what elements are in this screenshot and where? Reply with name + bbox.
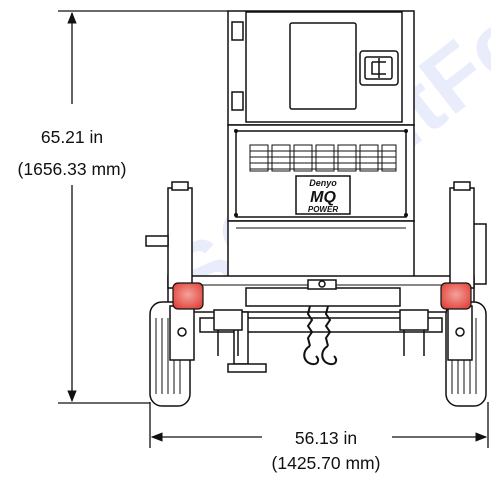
reflector-icon <box>455 327 465 337</box>
enclosure-base <box>227 220 415 278</box>
chain-hook-icon <box>303 345 320 366</box>
rivet-dots <box>234 129 408 217</box>
hitch-plate <box>307 279 337 290</box>
right-tail-light <box>440 282 472 310</box>
width-imperial-label: 56.13 in <box>295 428 357 448</box>
width-dimension: 56.13 in (1425.70 mm) <box>149 402 489 473</box>
service-window <box>289 22 357 110</box>
denyo-mq-logo: Denyo MQ POWER <box>295 175 351 215</box>
axle-beam <box>199 317 443 333</box>
lower-panel-inner <box>235 130 407 218</box>
logo-line3: POWER <box>308 205 338 214</box>
hinge-icon <box>231 21 244 111</box>
width-metric-label: (1425.70 mm) <box>272 453 381 473</box>
reflector-icon <box>177 327 187 337</box>
spring-mount-right <box>399 309 429 356</box>
bumper-center-plate <box>245 287 401 307</box>
chain-hook-icon <box>321 345 338 366</box>
trailer-frame <box>167 275 475 373</box>
right-fender-post <box>449 187 475 289</box>
height-metric-label: (1656.33 mm) <box>18 159 127 179</box>
generator-enclosure <box>227 10 415 278</box>
upper-door-panel <box>227 10 415 126</box>
height-dimension: 65.21 in (1656.33 mm) <box>18 10 228 404</box>
left-side-handle <box>145 235 169 247</box>
door-latch-icon <box>359 50 399 86</box>
height-imperial-label: 65.21 in <box>41 127 103 147</box>
right-fender <box>474 223 487 285</box>
tail-lights <box>172 282 472 310</box>
upper-door-inner <box>245 11 403 123</box>
spring-mount-left <box>213 309 243 356</box>
louver-vents <box>249 144 397 172</box>
left-fender-post <box>167 187 193 289</box>
right-wheel-assembly <box>445 181 487 407</box>
safety-chains <box>303 305 338 366</box>
logo-line2: MQ <box>310 189 336 206</box>
logo-line1: Denyo <box>309 178 337 188</box>
left-tail-light <box>172 282 204 310</box>
